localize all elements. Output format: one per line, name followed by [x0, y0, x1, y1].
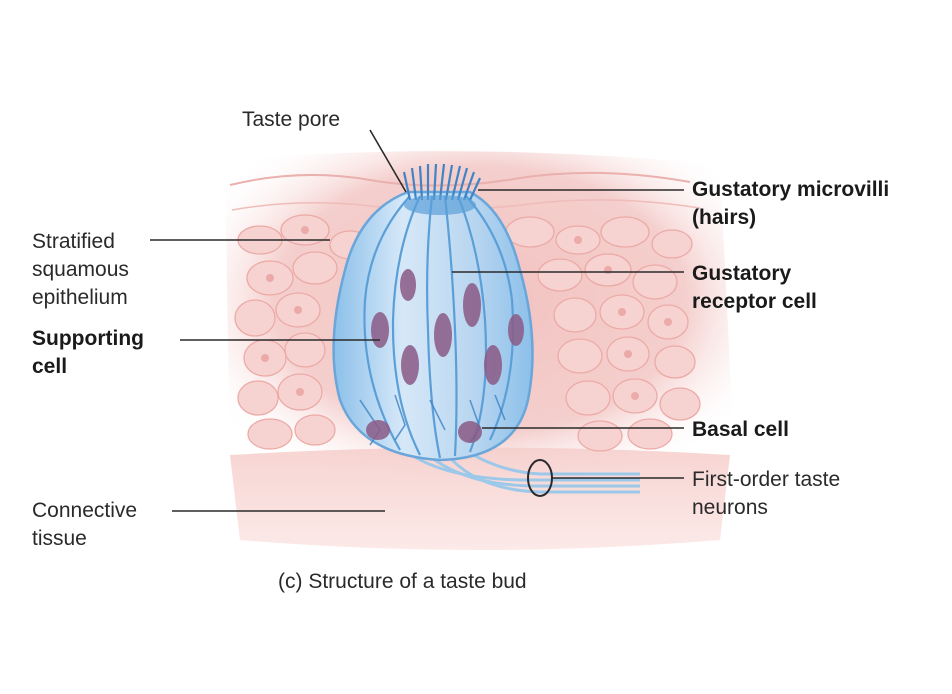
gustatory-microvilli: [402, 163, 482, 201]
taste-bud: [332, 163, 534, 462]
connective-tissue-layer: [230, 447, 730, 550]
label-basal-cell: Basal cell: [692, 418, 789, 441]
cell-nuclei: [366, 269, 524, 443]
figure-caption: (c) Structure of a taste bud: [278, 570, 527, 593]
leader-lines: [150, 129, 684, 512]
label-gustatory-microvilli: Gustatory microvilli(hairs): [692, 178, 890, 229]
label-taste-pore: Taste pore: [242, 108, 341, 131]
